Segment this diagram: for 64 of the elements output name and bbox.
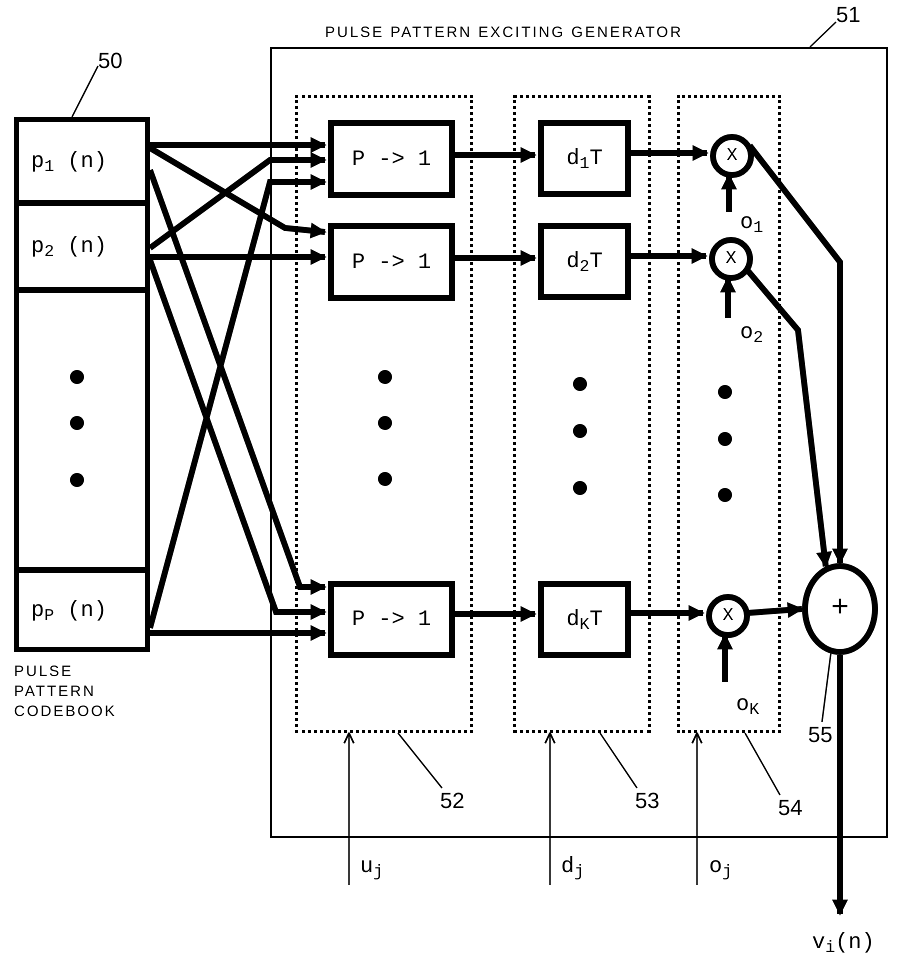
box-label: P -> 1 bbox=[352, 146, 432, 174]
arrow bbox=[628, 605, 705, 621]
cell-label: p$_{1}$ (n) bbox=[31, 148, 107, 178]
leader-line bbox=[397, 732, 443, 788]
multiplier-circle bbox=[710, 134, 754, 178]
box-label: d$_{2}$T bbox=[566, 248, 603, 278]
arrow bbox=[452, 606, 537, 622]
edge-label: o$_{1}$ bbox=[740, 210, 764, 235]
operator-symbol: + bbox=[830, 594, 849, 624]
reference-number: 52 bbox=[440, 788, 466, 814]
edge-label: u$_{j}$ bbox=[360, 854, 384, 879]
block-title: PULSE PATTERN EXCITING GENERATOR bbox=[325, 24, 683, 41]
process-box bbox=[328, 223, 455, 301]
box-label: P -> 1 bbox=[352, 248, 432, 276]
arrow bbox=[148, 152, 327, 250]
arrow bbox=[452, 147, 537, 163]
box-label: d$_{1}$T bbox=[566, 145, 603, 175]
arrow bbox=[148, 145, 327, 239]
edge-label: d$_{j}$ bbox=[561, 854, 584, 879]
cell-label: p$_{P}$ (n) bbox=[31, 596, 107, 626]
edge-label: o$_{j}$ bbox=[709, 854, 732, 879]
leader-line bbox=[744, 732, 781, 796]
arrow bbox=[746, 602, 804, 618]
leader-line bbox=[71, 66, 99, 118]
arrow bbox=[147, 258, 327, 620]
dotted-group bbox=[677, 95, 781, 733]
reference-number: 51 bbox=[836, 2, 862, 28]
edge-label: v$_{i}$(n) bbox=[812, 930, 875, 955]
dotted-group bbox=[513, 95, 651, 733]
arrow bbox=[832, 655, 848, 916]
arrow bbox=[691, 732, 703, 885]
block-title: PULSE PATTERN CODEBOOK bbox=[14, 662, 114, 722]
process-box bbox=[328, 120, 455, 198]
arrow bbox=[150, 249, 327, 265]
operator-symbol: X bbox=[726, 147, 738, 165]
dotted-group bbox=[295, 95, 473, 733]
arrow bbox=[452, 250, 537, 266]
process-box bbox=[538, 581, 631, 658]
process-box bbox=[328, 581, 455, 658]
arrow bbox=[544, 732, 556, 885]
edge-label: o$_{K}$ bbox=[736, 692, 760, 717]
leader-line bbox=[809, 21, 837, 48]
operator-symbol: X bbox=[722, 607, 734, 625]
reference-number: 50 bbox=[98, 48, 124, 74]
edge-label: o$_{2}$ bbox=[740, 320, 764, 345]
cell-label: p$_{2}$ (n) bbox=[31, 233, 107, 263]
process-box bbox=[538, 223, 631, 300]
arrow bbox=[343, 732, 355, 885]
arrow bbox=[150, 625, 327, 641]
arrow bbox=[150, 137, 327, 153]
multiplier-circle bbox=[706, 594, 750, 638]
reference-number: 53 bbox=[635, 788, 660, 814]
arrow bbox=[628, 248, 708, 264]
adder-circle bbox=[802, 563, 878, 655]
reference-number: 55 bbox=[808, 722, 834, 748]
multiplier-circle bbox=[709, 237, 753, 281]
box-label: P -> 1 bbox=[352, 606, 432, 634]
arrow bbox=[628, 145, 709, 161]
reference-number: 54 bbox=[778, 795, 804, 821]
leader-line bbox=[821, 654, 832, 722]
box-label: d$_{K}$T bbox=[566, 606, 603, 636]
process-box bbox=[538, 120, 631, 197]
operator-symbol: X bbox=[726, 250, 736, 268]
leader-line bbox=[599, 732, 638, 788]
